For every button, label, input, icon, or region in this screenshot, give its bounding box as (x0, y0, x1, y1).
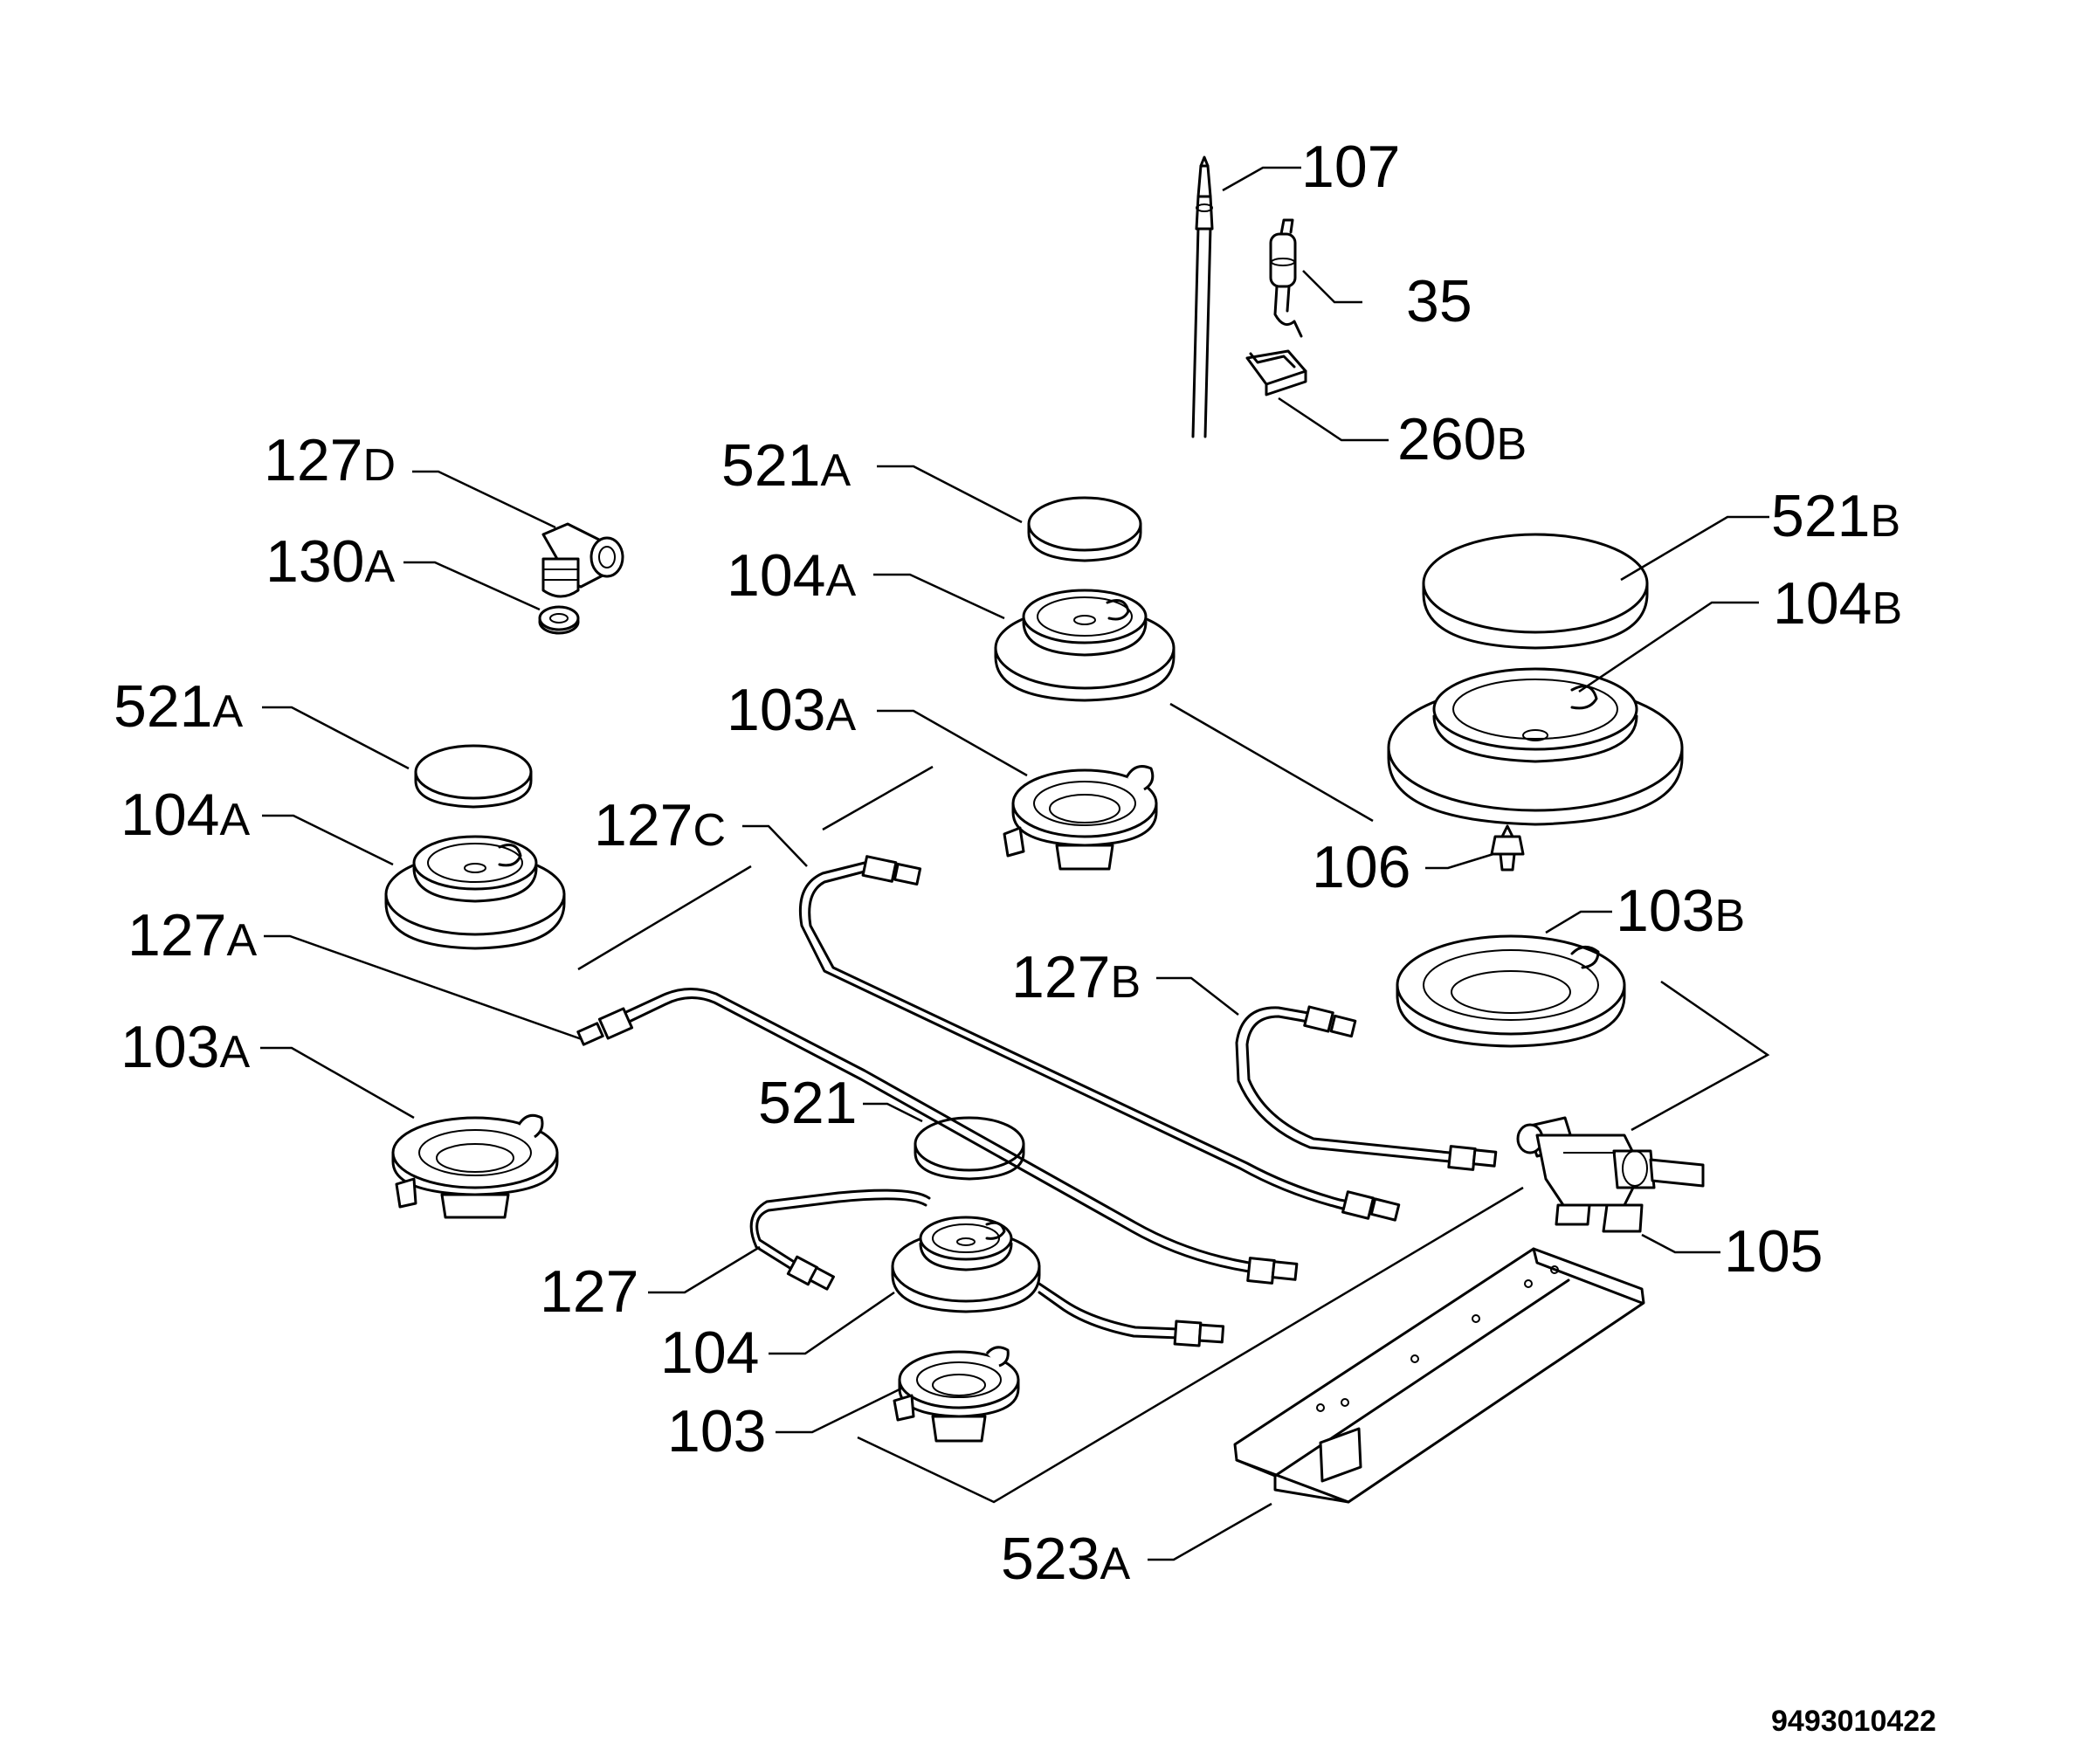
label-521a-top: 521A (721, 432, 851, 499)
part-127b-pipe (1235, 1005, 1498, 1171)
part-106-injector (1490, 824, 1525, 872)
part-104a-left-crown (384, 835, 566, 950)
part-103-small-body (893, 1346, 1020, 1443)
part-105-gas-tap (1516, 1116, 1705, 1233)
part-523a-rail (1233, 1247, 1645, 1504)
label-521a-left: 521A (114, 673, 243, 740)
label-127d: 127D (264, 427, 396, 493)
part-107-thermocouple (1191, 155, 1214, 438)
part-104-small-crown (891, 1216, 1041, 1313)
part-521b-large-cap (1422, 533, 1649, 650)
part-130a-washer (538, 605, 580, 635)
label-103a-left: 103A (121, 1014, 250, 1080)
part-103b-large-body (1396, 934, 1626, 1048)
part-127a-pipe (576, 987, 1299, 1285)
part-260b-clip (1245, 349, 1307, 396)
label-106: 106 (1312, 834, 1410, 900)
label-127b: 127B (1011, 944, 1141, 1010)
part-35-electrode (1269, 218, 1303, 338)
part-104b-large-crown (1387, 667, 1684, 826)
part-521a-left-cap (414, 744, 533, 809)
label-130a: 130A (265, 528, 395, 595)
label-103b: 103B (1616, 878, 1745, 944)
drawing-code: 9493010422 (1771, 1705, 1936, 1738)
part-521a-top-cap (1027, 496, 1142, 562)
label-103a-mid: 103A (727, 677, 856, 743)
assembly-grouping-lines (577, 702, 1770, 1504)
label-260b: 260B (1397, 406, 1527, 472)
label-104a-left: 104A (121, 782, 250, 848)
label-104b: 104B (1773, 570, 1902, 637)
part-103a-mid-body (1003, 765, 1158, 871)
part-labels: 107 35 260B 127D 130A 521A 104A 103A 521… (114, 134, 1936, 1738)
label-523a: 523A (1001, 1526, 1130, 1592)
label-104a-top: 104A (727, 542, 856, 609)
label-521: 521 (758, 1070, 857, 1136)
part-103a-left-body (391, 1113, 559, 1219)
part-104a-top-crown (994, 589, 1176, 702)
part-127d-elbow (541, 522, 624, 598)
label-127a: 127A (128, 902, 257, 968)
part-127c-pipe (798, 855, 1401, 1222)
label-35: 35 (1406, 268, 1472, 334)
label-521b: 521B (1771, 483, 1900, 549)
leader-lines (260, 166, 1769, 1561)
label-103: 103 (667, 1398, 766, 1464)
label-127: 127 (540, 1258, 638, 1325)
part-521-small-cap (914, 1116, 1025, 1181)
label-127c: 127C (594, 792, 726, 858)
part-127-pipe (749, 1189, 1225, 1347)
label-105: 105 (1724, 1218, 1823, 1285)
label-104: 104 (660, 1320, 759, 1386)
label-107: 107 (1301, 134, 1400, 200)
